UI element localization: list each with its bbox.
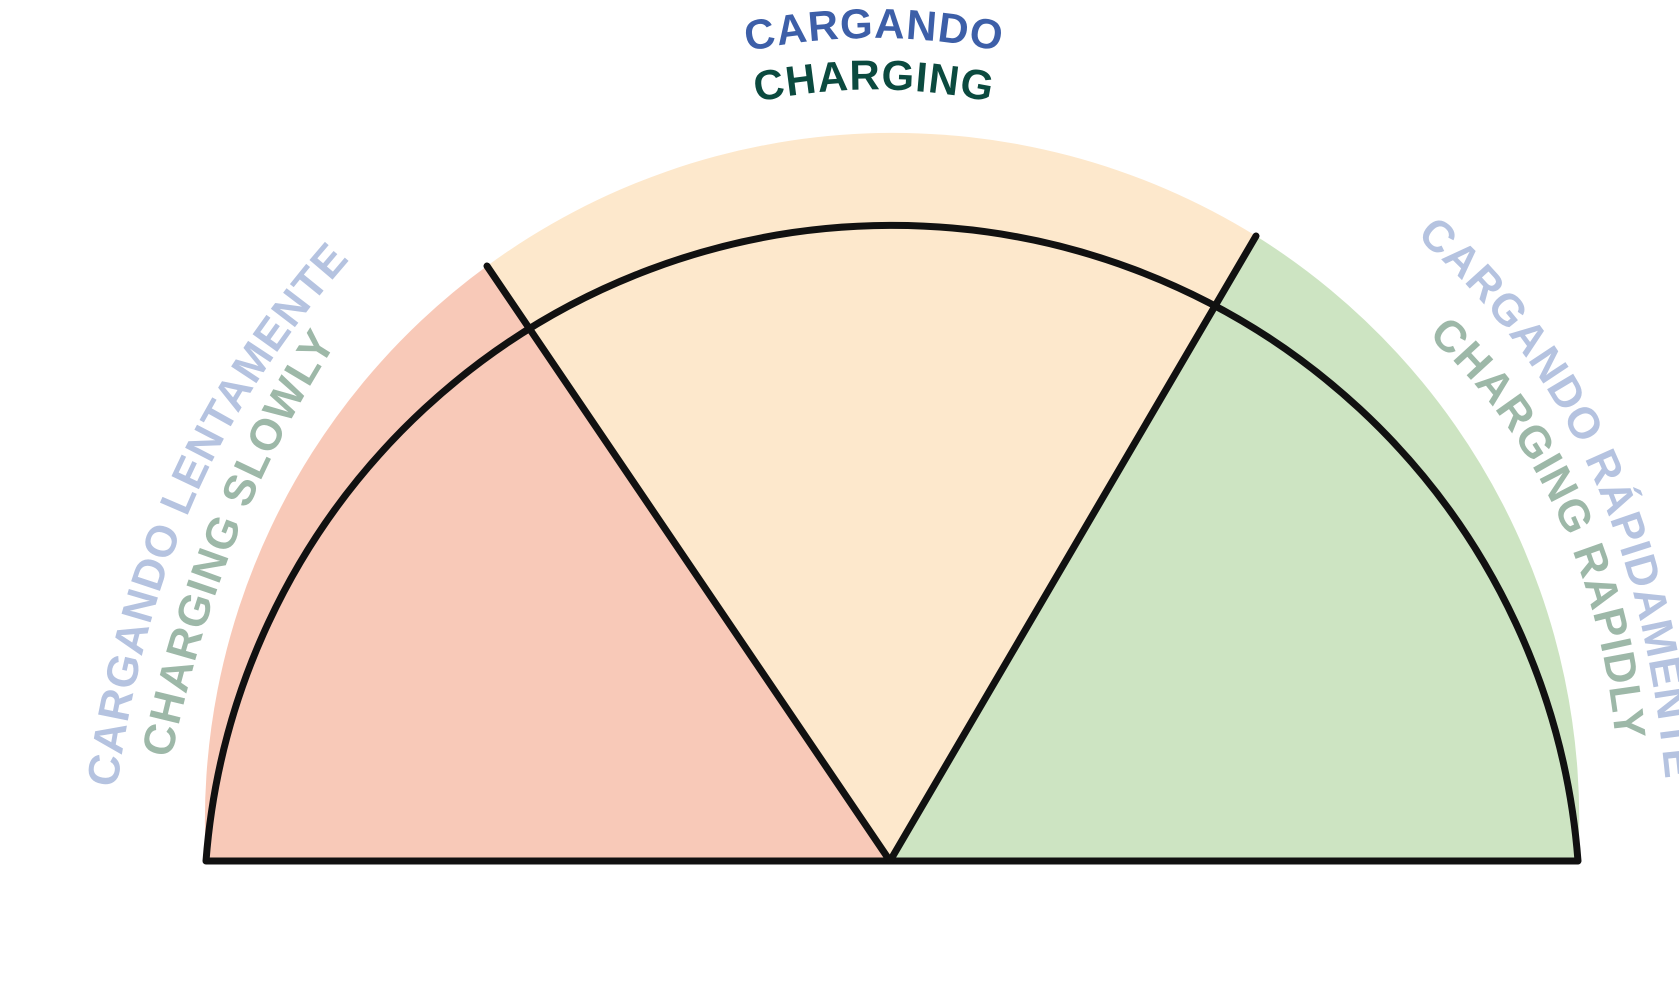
segment-charging: [487, 132, 1256, 862]
divider-right: [886, 232, 1260, 865]
divider-left: [483, 262, 894, 865]
label-charging-en: CHARGING: [750, 51, 999, 110]
segment-slow: [204, 266, 890, 861]
gauge-outline: [202, 222, 1582, 865]
segment-rapid: [890, 236, 1580, 861]
label-charging-es: CARGANDO: [740, 0, 1007, 60]
